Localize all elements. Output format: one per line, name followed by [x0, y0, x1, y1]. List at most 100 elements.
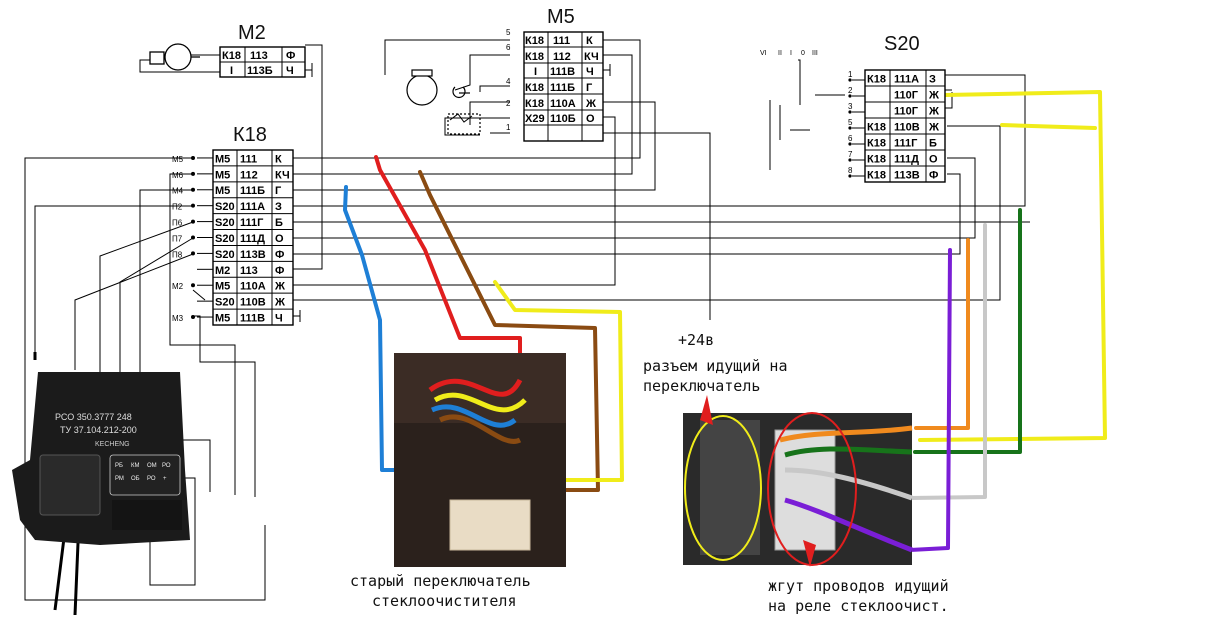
- s20-pin-dot: [848, 142, 852, 146]
- s20-pos-ii: II: [778, 50, 782, 57]
- m5-r4-c3: Г: [586, 82, 593, 94]
- connector-label-1: разъем идущий на: [643, 357, 788, 375]
- old-switch-label-1: старый переключатель: [350, 572, 531, 590]
- k18-cell: Б: [275, 217, 283, 229]
- yellow-wire-right-2: [1000, 123, 1097, 130]
- k18-cell: M5: [215, 153, 230, 165]
- s20-cell: 113В: [894, 170, 920, 182]
- k18-cell: Ф: [275, 249, 284, 261]
- relay-pin-rm: РМ: [115, 476, 124, 482]
- k18-cell: 111: [240, 153, 257, 165]
- m5-r2-c2: 112: [553, 51, 571, 63]
- m5-pin-1: 1: [506, 123, 511, 132]
- k18-cell: S20: [215, 201, 235, 213]
- k18-cell: 111В: [240, 313, 265, 325]
- relay-brand: KECHENG: [95, 441, 130, 448]
- harness-label-2: на реле стеклоочист.: [768, 597, 949, 615]
- relay-pin-ob: ОБ: [131, 476, 140, 482]
- s20-cell: К18: [867, 74, 886, 86]
- k18-pin-label: M2: [172, 282, 184, 291]
- m2-r2-c1: I: [230, 65, 233, 77]
- k18-cell: 111Г: [240, 217, 264, 229]
- relay-pin-om: ОМ: [147, 463, 157, 469]
- m2-title: M2: [238, 22, 266, 44]
- s20-pin-dot: [848, 126, 852, 130]
- s20-pos-i: I: [790, 50, 792, 57]
- m5-r4-c2: 111Б: [550, 82, 575, 94]
- s20-pos-0: 0: [801, 50, 805, 57]
- k18-pin-label: M3: [172, 314, 184, 323]
- k18-pin-label: П2: [172, 203, 183, 212]
- m5-r3-c2: 111В: [550, 66, 575, 78]
- m5-r3-c1: I: [534, 66, 537, 78]
- yellow-wire-right: [918, 90, 1107, 442]
- s20-cell: К18: [867, 138, 886, 150]
- s20-cell: 111Г: [894, 138, 918, 150]
- s20-pin-dot: [848, 158, 852, 162]
- s20-pin-label: 3: [848, 102, 853, 111]
- yellow-wire-left: [493, 280, 624, 482]
- m5-r2-c3: КЧ: [584, 51, 599, 63]
- m5-r3-c3: Ч: [586, 66, 594, 78]
- k18-cell: 110А: [240, 281, 266, 293]
- k18-pin-dot: [191, 235, 195, 240]
- s20-cell: З: [929, 74, 936, 86]
- s20-block: [864, 69, 946, 183]
- m5-r1-c1: К18: [525, 35, 544, 47]
- plus-24v-label: +24в: [678, 331, 715, 349]
- harness-photo: [683, 395, 913, 567]
- m2-r1-c1: К18: [222, 50, 241, 62]
- s20-pin-dot: [848, 110, 852, 114]
- k18-cell: M5: [215, 281, 230, 293]
- relay-label-1: РСО 350.3777 248: [55, 412, 132, 422]
- relay-pin-rb: РБ: [115, 463, 123, 469]
- k18-pin-label: M6: [172, 171, 184, 180]
- k18-pin-dot: [191, 315, 195, 320]
- k18-cell: M2: [215, 265, 230, 277]
- s20-pin-label: 6: [848, 134, 853, 143]
- m5-pin-2: 2: [506, 99, 511, 108]
- m5-pin-5: 5: [506, 28, 511, 37]
- m5-r5-c2: 110А: [550, 98, 576, 110]
- k18-cell: О: [275, 233, 284, 245]
- k18-cell: M5: [215, 313, 230, 325]
- s20-pin-label: 5: [848, 118, 853, 127]
- k18-pin-label: П8: [172, 250, 183, 259]
- k18-pin-label: П7: [172, 234, 183, 243]
- s20-cell: 110Г: [894, 106, 919, 118]
- m5-r6-c2: 110Б: [550, 113, 576, 125]
- k18-cell: 111Д: [240, 233, 265, 245]
- relay-pin-km: КМ: [131, 463, 140, 469]
- k18-pin-dot: [191, 283, 195, 288]
- m2-r1-c3: Ф: [286, 50, 295, 62]
- s20-cell: 111Д: [894, 154, 919, 166]
- k18-pin-dot: [191, 219, 195, 224]
- relay-unit: РСО 350.3777 248 ТУ 37.104.212-200 KECHE…: [12, 372, 190, 545]
- k18-cell: S20: [215, 297, 235, 309]
- k18-cell: S20: [215, 217, 235, 229]
- m5-motor-symbol: [406, 69, 481, 135]
- harness-label-1: жгут проводов идущий: [768, 577, 949, 595]
- k18-cell: З: [275, 201, 282, 213]
- k18-cell: 111А: [240, 201, 265, 213]
- s20-cell: Б: [929, 138, 937, 150]
- s20-cell: Ж: [928, 90, 939, 102]
- blue-wire: [343, 185, 434, 472]
- k18-cell: К: [275, 153, 282, 165]
- k18-pin-label: П6: [172, 219, 183, 228]
- relay-pin-ro2: РО: [147, 476, 156, 482]
- k18-cell: 111Б: [240, 185, 265, 197]
- s20-pin-label: 2: [848, 86, 853, 95]
- k18-pin-dot: [191, 155, 195, 160]
- old-switch-label-2: стеклоочистителя: [372, 592, 517, 610]
- s20-cell: Ф: [929, 170, 938, 182]
- k18-cell: 113: [240, 265, 258, 277]
- m2-r2-c2: 113Б: [247, 65, 273, 77]
- m5-r6-c3: О: [586, 113, 595, 125]
- s20-pos-iii: III: [812, 50, 818, 57]
- m5-r1-c2: 111: [553, 35, 570, 47]
- k18-cell: M5: [215, 185, 230, 197]
- k18-pin-dot: [191, 187, 195, 192]
- m5-r5-c1: К18: [525, 98, 544, 110]
- s20-cell: Ж: [928, 106, 939, 118]
